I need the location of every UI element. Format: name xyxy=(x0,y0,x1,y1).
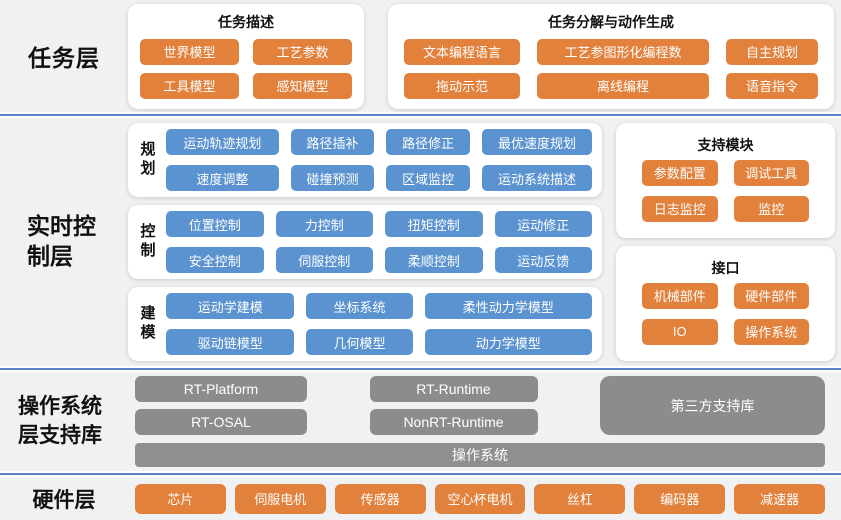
task-node: 语音指令 xyxy=(726,72,818,99)
os-boxes-row: RT-Platform RT-OSAL RT-Runtime NonRT-Run… xyxy=(135,376,825,435)
layer-task: 任务层 任务描述 世界模型 工艺参数 工具模型 感知模型 任务分解与动作生成 文… xyxy=(0,0,841,112)
group-label: 规划 xyxy=(140,141,156,177)
control-group-card: 控制 位置控制 力控制 扭矩控制 运动修正 安全控制 伺服控制 柔顺控制 运动反… xyxy=(128,205,602,279)
control-node: 伺服控制 xyxy=(275,247,373,273)
hardware-node: 伺服电机 xyxy=(234,483,326,514)
modeling-grid: 运动学建模 坐标系统 柔性动力学模型 驱动链模型 几何模型 动力学模型 xyxy=(166,293,592,355)
support-node: 日志监控 xyxy=(642,195,718,222)
os-layer-content: RT-Platform RT-OSAL RT-Runtime NonRT-Run… xyxy=(128,372,841,471)
control-node: 柔顺控制 xyxy=(385,247,483,273)
support-node: 调试工具 xyxy=(733,159,809,186)
layer-label-task: 任务层 xyxy=(0,39,128,73)
layer-title: 操作系统层支持库 xyxy=(18,395,102,447)
layer-label-realtime: 实时控制层 xyxy=(0,212,128,272)
task-decomposition-card: 任务分解与动作生成 文本编程语言 工艺参图形化编程数 自主规划 拖动示范 离线编… xyxy=(388,3,834,109)
interface-node: 操作系统 xyxy=(733,318,809,345)
hardware-node: 传感器 xyxy=(334,483,426,514)
control-node: 驱动链模型 xyxy=(166,329,295,355)
control-node: 运动学建模 xyxy=(166,293,295,319)
planning-grid: 运动轨迹规划 路径插补 路径修正 最优速度规划 速度调整 碰撞预测 区域监控 运… xyxy=(166,129,592,191)
layer-os-support: 操作系统层支持库 RT-Platform RT-OSAL RT-Runtime … xyxy=(0,372,841,471)
card-title: 支持模块 xyxy=(697,137,754,153)
control-node: 路径插补 xyxy=(290,129,375,155)
control-node: 碰撞预测 xyxy=(290,165,375,191)
control-node: 最优速度规划 xyxy=(481,129,592,155)
third-party-library-box: 第三方支持库 xyxy=(600,376,825,435)
card-title: 任务分解与动作生成 xyxy=(548,13,674,30)
layer-title: 实时控制层 xyxy=(27,213,96,269)
layer-divider xyxy=(0,112,841,118)
support-modules-grid: 参数配置 调试工具 日志监控 监控 xyxy=(642,155,809,226)
os-node: RT-OSAL xyxy=(135,409,307,435)
control-node: 路径修正 xyxy=(386,129,470,155)
group-label: 控制 xyxy=(140,223,156,259)
control-node: 运动系统描述 xyxy=(481,165,592,191)
task-node: 文本编程语言 xyxy=(404,38,520,65)
control-node: 动力学模型 xyxy=(424,329,592,355)
control-node: 几何模型 xyxy=(306,329,413,355)
control-node: 坐标系统 xyxy=(306,293,413,319)
card-title: 任务描述 xyxy=(218,13,274,30)
task-node: 离线编程 xyxy=(537,72,709,99)
task-layer-content: 任务描述 世界模型 工艺参数 工具模型 感知模型 任务分解与动作生成 文本编程语… xyxy=(128,3,841,109)
interface-card: 接口 机械部件 硬件部件 IO 操作系统 xyxy=(616,246,835,361)
support-node: 监控 xyxy=(733,195,809,222)
os-node: RT-Runtime xyxy=(369,376,538,402)
layer-title: 硬件层 xyxy=(32,488,96,512)
interface-node: IO xyxy=(642,318,718,345)
layer-realtime-control: 实时控制层 规划 运动轨迹规划 路径插补 路径修正 最优速度规划 速度调整 碰撞… xyxy=(0,118,841,366)
realtime-left-column: 规划 运动轨迹规划 路径插补 路径修正 最优速度规划 速度调整 碰撞预测 区域监… xyxy=(128,123,602,361)
support-modules-card: 支持模块 参数配置 调试工具 日志监控 监控 xyxy=(616,123,835,238)
planning-group-card: 规划 运动轨迹规划 路径插补 路径修正 最优速度规划 速度调整 碰撞预测 区域监… xyxy=(128,123,602,197)
control-node: 扭矩控制 xyxy=(385,211,483,237)
layer-label-hardware: 硬件层 xyxy=(0,484,128,514)
os-node: NonRT-Runtime xyxy=(369,409,538,435)
hardware-node: 芯片 xyxy=(135,483,226,514)
control-node: 运动修正 xyxy=(494,211,592,237)
control-grid: 位置控制 力控制 扭矩控制 运动修正 安全控制 伺服控制 柔顺控制 运动反馈 xyxy=(166,211,592,273)
hardware-node: 空心杯电机 xyxy=(434,483,526,514)
control-node: 速度调整 xyxy=(166,165,279,191)
control-node: 安全控制 xyxy=(166,247,264,273)
task-node: 自主规划 xyxy=(726,38,818,65)
os-column-2: RT-Runtime NonRT-Runtime xyxy=(369,376,538,435)
hardware-node: 丝杠 xyxy=(534,483,626,514)
task-node: 感知模型 xyxy=(253,72,352,99)
layer-label-os: 操作系统层支持库 xyxy=(0,393,128,450)
modeling-group-card: 建模 运动学建模 坐标系统 柔性动力学模型 驱动链模型 几何模型 动力学模型 xyxy=(128,287,602,361)
realtime-right-column: 支持模块 参数配置 调试工具 日志监控 监控 接口 机械部件 硬件部件 IO 操… xyxy=(616,123,835,361)
interface-node: 硬件部件 xyxy=(733,282,809,309)
hardware-layer-content: 芯片 伺服电机 传感器 空心杯电机 丝杠 编码器 减速器 xyxy=(128,483,841,514)
task-description-card: 任务描述 世界模型 工艺参数 工具模型 感知模型 xyxy=(128,3,364,109)
hardware-node: 减速器 xyxy=(734,483,826,514)
layer-hardware: 硬件层 芯片 伺服电机 传感器 空心杯电机 丝杠 编码器 减速器 xyxy=(0,477,841,520)
group-label: 建模 xyxy=(140,305,156,341)
layer-divider xyxy=(0,471,841,477)
support-node: 参数配置 xyxy=(642,159,718,186)
hardware-node: 编码器 xyxy=(634,483,726,514)
task-node: 工艺参数 xyxy=(253,38,352,65)
task-node: 世界模型 xyxy=(140,38,239,65)
control-node: 运动反馈 xyxy=(494,247,592,273)
task-node: 工具模型 xyxy=(140,72,239,99)
task-node: 拖动示范 xyxy=(404,72,520,99)
task-decomposition-grid: 文本编程语言 工艺参图形化编程数 自主规划 拖动示范 离线编程 语音指令 xyxy=(404,38,818,99)
card-title: 接口 xyxy=(711,260,740,276)
control-node: 柔性动力学模型 xyxy=(424,293,592,319)
os-node: RT-Platform xyxy=(135,376,307,402)
task-description-grid: 世界模型 工艺参数 工具模型 感知模型 xyxy=(140,38,352,99)
realtime-layer-content: 规划 运动轨迹规划 路径插补 路径修正 最优速度规划 速度调整 碰撞预测 区域监… xyxy=(128,117,841,367)
interface-node: 机械部件 xyxy=(642,282,718,309)
interface-grid: 机械部件 硬件部件 IO 操作系统 xyxy=(642,278,809,349)
control-node: 位置控制 xyxy=(166,211,264,237)
control-node: 力控制 xyxy=(275,211,373,237)
control-node: 区域监控 xyxy=(386,165,470,191)
task-node: 工艺参图形化编程数 xyxy=(537,38,709,65)
os-column-1: RT-Platform RT-OSAL xyxy=(135,376,307,435)
operating-system-bar: 操作系统 xyxy=(135,443,825,467)
layer-divider xyxy=(0,366,841,372)
layer-title: 任务层 xyxy=(28,45,100,71)
control-node: 运动轨迹规划 xyxy=(166,129,279,155)
